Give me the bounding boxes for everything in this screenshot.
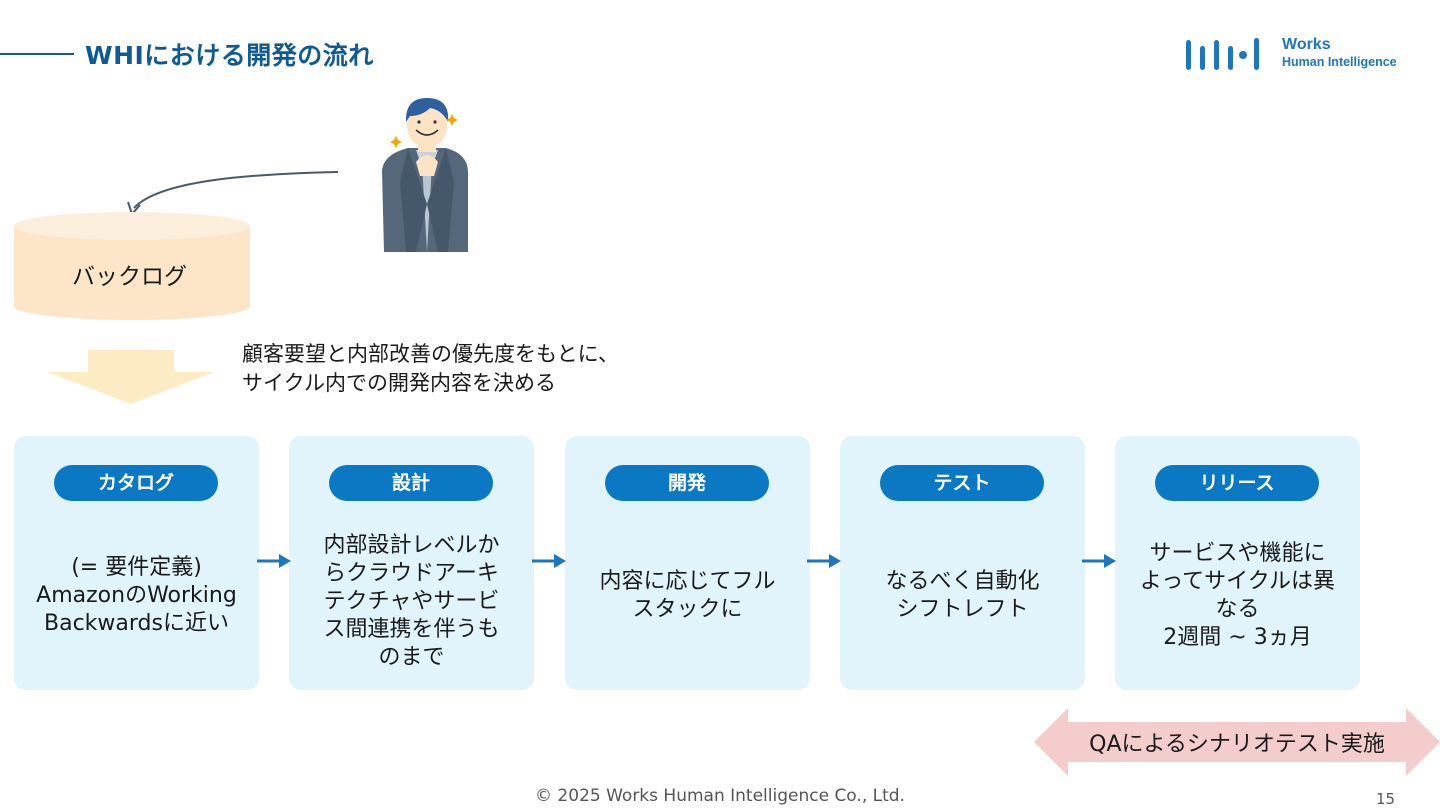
stage-body-development: 内容に応じてフル スタックに bbox=[599, 569, 776, 622]
logo-text-human-intelligence: Human Intelligence bbox=[1282, 55, 1397, 69]
down-arrow bbox=[48, 350, 214, 404]
backlog-label: バックログ bbox=[72, 264, 187, 290]
flow-arrow-right-icon bbox=[1082, 554, 1116, 568]
qa-double-arrow bbox=[1034, 708, 1440, 776]
stage-pill-design: 設計 bbox=[329, 465, 493, 501]
stage-card-release: リリース サービスや機能に よってサイクルは異 なる 2週間 ~ 3ヵ月 bbox=[1115, 436, 1360, 690]
stage-card-catalog: カタログ (= 要件定義) AmazonのWorking Backwardsに近… bbox=[14, 436, 259, 690]
copyright-footer: © 2025 Works Human Intelligence Co., Ltd… bbox=[535, 786, 905, 806]
logo-text-works: Works bbox=[1282, 36, 1331, 53]
stage-body-design: 内部設計レベルか らクラウドアーキ テクチャやサービ ス間連携を伴うも のまで bbox=[323, 533, 500, 670]
stage-body-release: サービスや機能に よってサイクルは異 なる 2週間 ~ 3ヵ月 bbox=[1139, 541, 1336, 650]
description-line-1: 顧客要望と内部改善の優先度をもとに、 bbox=[242, 342, 619, 366]
stage-card-development: 開発 内容に応じてフル スタックに bbox=[565, 436, 810, 690]
stage-body-test: なるべく自動化 シフトレフト bbox=[885, 569, 1040, 622]
company-logo: Works Human Intelligence bbox=[1184, 34, 1414, 74]
stage-pill-development: 開発 bbox=[605, 465, 769, 501]
backlog-cylinder bbox=[14, 212, 250, 320]
stage-body-catalog: (= 要件定義) AmazonのWorking Backwardsに近い bbox=[36, 555, 237, 636]
stage-card-design: 設計 内部設計レベルか らクラウドアーキ テクチャやサービ ス間連携を伴うも の… bbox=[289, 436, 534, 690]
flow-arrow-right-icon bbox=[532, 554, 566, 568]
flow-arrow-right-icon bbox=[807, 554, 841, 568]
description-line-2: サイクル内での開発内容を決める bbox=[242, 371, 556, 395]
page-title: WHIにおける開発の流れ bbox=[85, 41, 374, 70]
flow-arrow-right-icon bbox=[257, 554, 291, 568]
stage-card-test: テスト なるべく自動化 シフトレフト bbox=[840, 436, 1085, 690]
description-text: 顧客要望と内部改善の優先度をもとに、 サイクル内での開発内容を決める bbox=[242, 340, 619, 398]
logo-bars-icon bbox=[1186, 38, 1259, 70]
person-illustration bbox=[382, 98, 468, 252]
stage-pill-catalog: カタログ bbox=[54, 465, 218, 501]
qa-label: QAによるシナリオテスト実施 bbox=[1089, 732, 1385, 757]
stage-pill-release: リリース bbox=[1155, 465, 1319, 501]
title-rule bbox=[0, 53, 74, 55]
stage-pill-test: テスト bbox=[880, 465, 1044, 501]
page-number: 15 bbox=[1376, 790, 1396, 808]
